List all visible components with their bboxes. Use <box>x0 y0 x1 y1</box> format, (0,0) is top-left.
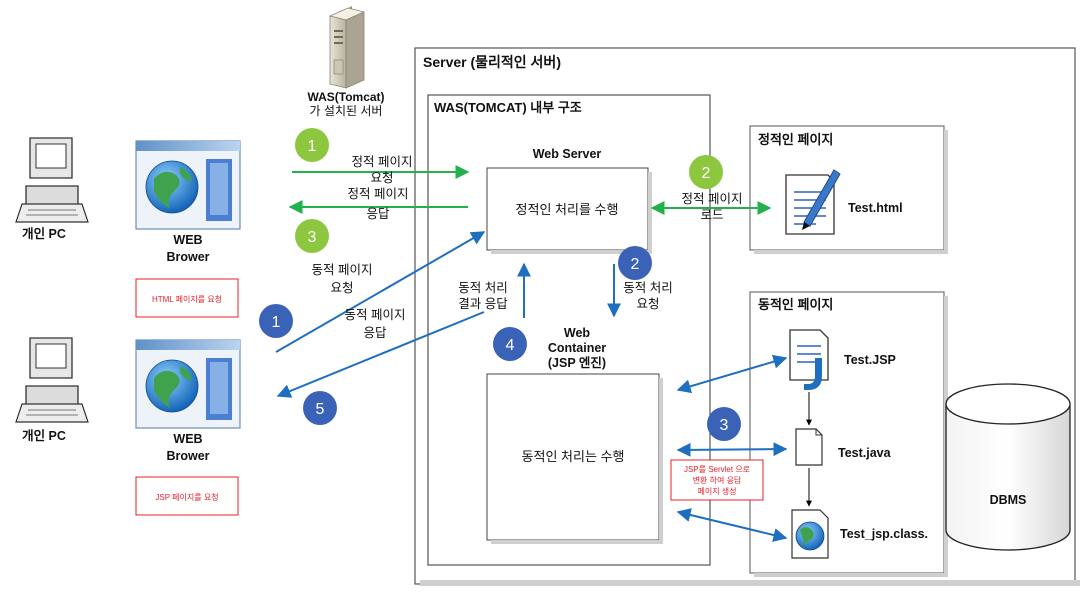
dyn-req-label-2: 요청 <box>330 281 353 295</box>
container-class-arrow <box>676 508 788 542</box>
servlet-note-2: 변환 하여 응답 <box>693 475 742 485</box>
static-load-label-1: 정적 페이지 <box>682 192 743 206</box>
jsp-file-name: Test.JSP <box>844 353 896 367</box>
pc-label-2: 개인 PC <box>22 428 66 443</box>
dyn-res-label-1: 동적 페이지 <box>345 308 406 322</box>
static-res-label-2: 응답 <box>366 207 390 221</box>
static-file-name: Test.html <box>848 201 903 215</box>
dbms-cylinder-icon <box>945 383 1071 551</box>
svg-text:5: 5 <box>316 401 325 418</box>
step-circle-dynamic-2: 2 <box>618 246 652 280</box>
browser-1-note: HTML 페이지를 요청 <box>152 294 222 304</box>
dyn-proc-req-label-1: 동적 처리 <box>623 281 672 295</box>
web-container-line2: Container <box>548 341 606 355</box>
container-java-arrow <box>676 442 788 457</box>
step-circle-static-3: 3 <box>295 219 329 253</box>
dyn-proc-res-label-1: 동적 처리 <box>458 281 507 295</box>
browser-window-icon <box>135 339 241 429</box>
java-file-name: Test.java <box>838 446 892 460</box>
browser-window-icon <box>135 140 241 230</box>
svg-text:4: 4 <box>506 337 515 354</box>
dyn-proc-res-label-2: 결과 응답 <box>458 297 508 311</box>
was-icon-line2: 가 설치된 서버 <box>310 104 383 118</box>
static-load-label-2: 로드 <box>700 208 723 222</box>
pc-label-1: 개인 PC <box>22 226 66 241</box>
dynamic-page-title: 동적인 페이지 <box>758 297 833 312</box>
svg-text:3: 3 <box>308 229 317 246</box>
step-circle-static-2: 2 <box>689 155 723 189</box>
class-file-name: Test_jsp.class. <box>840 527 928 541</box>
step-circle-dynamic-3: 3 <box>707 407 741 441</box>
was-title: WAS(TOMCAT) 내부 구조 <box>434 100 582 115</box>
step-circle-dynamic-1: 1 <box>259 304 293 338</box>
class-file-icon <box>791 509 829 559</box>
static-req-label-1: 정적 페이지 <box>352 155 413 169</box>
svg-text:1: 1 <box>308 138 317 155</box>
static-res-label-1: 정적 페이지 <box>348 187 409 201</box>
browser-1-line2: Brower <box>166 250 209 264</box>
servlet-note-1: JSP를 Servlet 으로 <box>684 465 750 474</box>
web-container-line1: Web <box>564 326 591 340</box>
pc-icon <box>15 137 89 223</box>
web-server-title: Web Server <box>533 147 602 161</box>
static-page-box: 정적인 페이지 <box>749 125 948 254</box>
web-server-text: 정적인 처리를 수행 <box>516 202 619 217</box>
servlet-note-box <box>670 459 764 501</box>
container-jsp-arrow <box>676 354 788 394</box>
browser-2-note-box <box>135 476 239 516</box>
dyn-req-label-1: 동적 페이지 <box>312 263 373 277</box>
jsp-file-icon <box>789 329 829 390</box>
browser-1-line1: WEB <box>173 233 202 247</box>
web-server-box: 정적인 처리를 수행 <box>486 167 652 254</box>
browser-2-line1: WEB <box>173 432 202 446</box>
java-file-icon <box>795 428 823 466</box>
web-container-line3: (JSP 엔진) <box>548 355 606 370</box>
was-icon-line1: WAS(Tomcat) <box>307 90 384 104</box>
dyn-proc-req-label-2: 요청 <box>636 297 659 311</box>
static-page-title: 정적인 페이지 <box>758 132 833 147</box>
web-container-text: 동적인 처리는 수행 <box>522 449 625 464</box>
dyn-res-label-2: 응답 <box>363 326 387 340</box>
dbms-label: DBMS <box>990 493 1027 507</box>
dynamic-request-arrow <box>275 231 486 353</box>
server-tower-icon <box>328 6 366 89</box>
svg-text:1: 1 <box>272 314 281 331</box>
servlet-note-3: 페이지 생성 <box>697 486 736 496</box>
html-document-icon <box>785 169 841 235</box>
server-title: Server (물리적인 서버) <box>423 54 561 70</box>
step-circle-dynamic-4: 4 <box>493 327 527 361</box>
web-container-box: 동적인 처리는 수행 <box>486 373 663 544</box>
step-circle-dynamic-5: 5 <box>303 391 337 425</box>
browser-2-note: JSP 페이지를 요청 <box>155 492 218 502</box>
svg-text:2: 2 <box>631 256 640 273</box>
static-req-label-2: 요청 <box>370 171 393 185</box>
svg-text:3: 3 <box>720 417 729 434</box>
svg-text:2: 2 <box>702 165 711 182</box>
step-circle-static-1: 1 <box>295 128 329 162</box>
dynamic-response-arrow <box>276 311 485 398</box>
pc-icon <box>15 337 89 423</box>
browser-2-line2: Brower <box>166 449 209 463</box>
browser-1-note-box <box>135 278 239 318</box>
